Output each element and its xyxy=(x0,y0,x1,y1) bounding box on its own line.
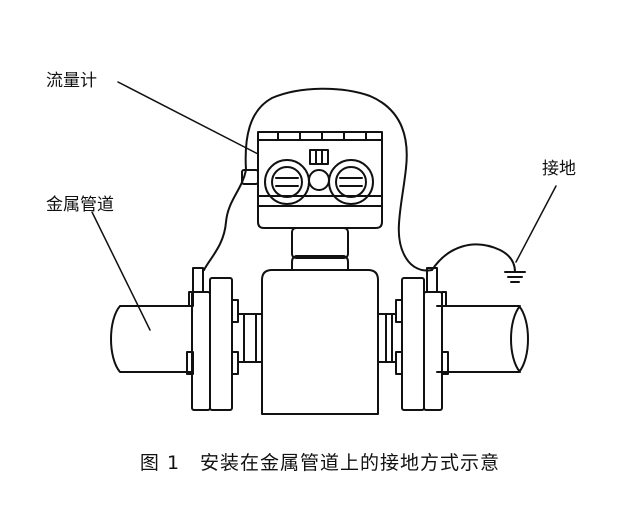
flowmeter-body xyxy=(261,227,379,415)
figure-caption: 图 1 安装在金属管道上的接地方式示意 xyxy=(139,452,501,474)
ground-lead xyxy=(431,243,516,273)
converter-head xyxy=(241,131,383,229)
leader-flowmeter xyxy=(117,81,259,155)
grounding-wire xyxy=(203,87,433,272)
left-flange xyxy=(186,267,263,411)
ground-label: 接地 xyxy=(542,159,576,179)
grounding-diagram xyxy=(91,81,557,415)
flowmeter-label: 流量计 xyxy=(46,71,97,91)
leader-ground xyxy=(515,185,557,263)
metal-pipe-label: 金属管道 xyxy=(46,195,114,215)
right-flange xyxy=(377,267,449,411)
leader-metal-pipe xyxy=(91,211,151,331)
metal-pipe xyxy=(110,305,529,373)
ground-icon xyxy=(504,271,526,283)
